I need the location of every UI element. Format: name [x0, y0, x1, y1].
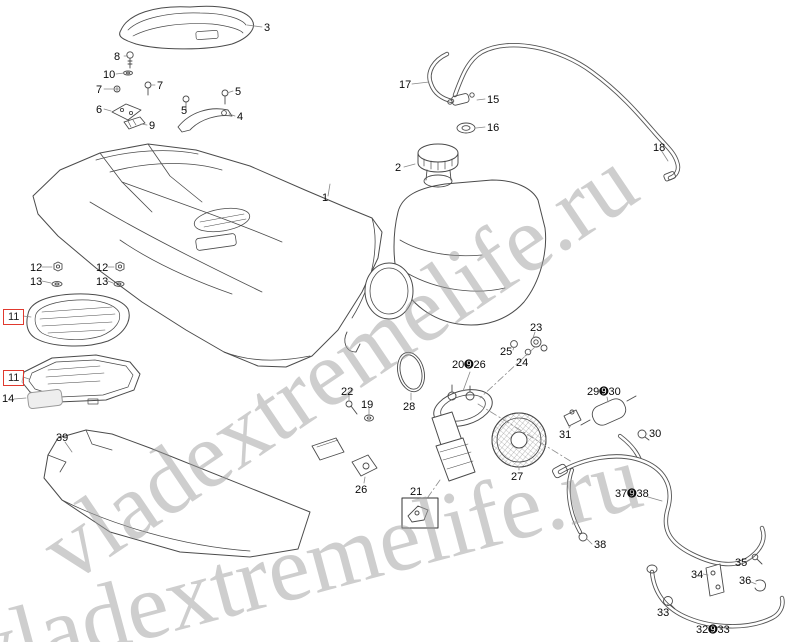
- part-label-25: 25: [500, 346, 513, 358]
- screw-22-washer-19-drawing: [345, 400, 374, 422]
- fastener-group-drawing: [111, 51, 233, 133]
- part-label-30: 30: [649, 428, 662, 440]
- part-39-mat-drawing: [43, 429, 311, 558]
- part-26-connector-drawing: [311, 437, 378, 477]
- part-label-26: 26: [355, 484, 368, 496]
- valve-15-grommet-16-drawing: [447, 92, 476, 134]
- part-label-15: 15: [487, 94, 500, 106]
- part-label-18: 18: [653, 142, 666, 154]
- part-label-22: 22: [341, 386, 354, 398]
- part-label-9: 9: [149, 120, 156, 132]
- fuel-pump-module-drawing: [431, 384, 493, 482]
- part-label-29-30: 29➒30: [587, 386, 621, 398]
- part-label-13: 13: [96, 276, 109, 288]
- part-27-strainer-drawing: [491, 412, 547, 468]
- part-label-23: 23: [530, 322, 543, 334]
- part-label-31: 31: [559, 429, 572, 441]
- part-label-32-33: 32➒33: [696, 624, 730, 636]
- part-label-33: 33: [657, 607, 670, 619]
- small-parts-23-24-25-drawing: [510, 336, 548, 356]
- part-label-7: 7: [157, 80, 164, 92]
- part-label-27: 27: [511, 471, 524, 483]
- vent-hose-17-18-drawing: [427, 42, 681, 182]
- nut-washer-12-13-drawing: [51, 261, 125, 287]
- part-label-37-38: 37➒38: [615, 488, 649, 500]
- part-label-10: 10: [103, 69, 116, 81]
- part-21-boxed-drawing: [401, 497, 439, 529]
- part-label-20-26: 20➒26: [452, 359, 486, 371]
- part-label-21: 21: [410, 486, 423, 498]
- part-label-34: 34: [691, 569, 704, 581]
- part-label-17: 17: [399, 79, 412, 91]
- part-14-pad-drawing: [27, 388, 63, 410]
- part-label-13: 13: [30, 276, 43, 288]
- hose-32-33-drawing: [646, 553, 785, 629]
- part-label-1: 1: [322, 192, 329, 204]
- part-1-main-body-drawing: [32, 143, 383, 368]
- part-3-seat-cover-drawing: [119, 5, 254, 50]
- part-label-6: 6: [96, 104, 103, 116]
- part-label-4: 4: [237, 111, 244, 123]
- part-label-11: 11: [3, 309, 25, 326]
- part-label-19: 19: [361, 399, 374, 411]
- part-label-28: 28: [403, 401, 416, 413]
- part-label-12: 12: [96, 262, 109, 274]
- part-label-3: 3: [264, 22, 271, 34]
- part-28-oring-drawing: [397, 351, 425, 393]
- part-label-35: 35: [735, 557, 748, 569]
- part-label-38: 38: [594, 539, 607, 551]
- assembly-axis-lines: [427, 346, 573, 498]
- part-label-5: 5: [181, 105, 188, 117]
- part-label-11: 11: [3, 370, 25, 387]
- part-label-8: 8: [114, 51, 121, 63]
- part-2-fuel-tank-drawing: [364, 143, 547, 326]
- part-label-7: 7: [96, 84, 103, 96]
- part-label-16: 16: [487, 122, 500, 134]
- part-label-14: 14: [2, 393, 15, 405]
- part-label-2: 2: [395, 162, 402, 174]
- part-11-tray-drawing: [26, 293, 130, 347]
- part-label-5: 5: [235, 86, 242, 98]
- part-label-24: 24: [516, 357, 529, 369]
- part-label-12: 12: [30, 262, 43, 274]
- inline-filter-29-30-drawing: [563, 395, 650, 441]
- part-label-39: 39: [56, 432, 69, 444]
- part-label-36: 36: [739, 575, 752, 587]
